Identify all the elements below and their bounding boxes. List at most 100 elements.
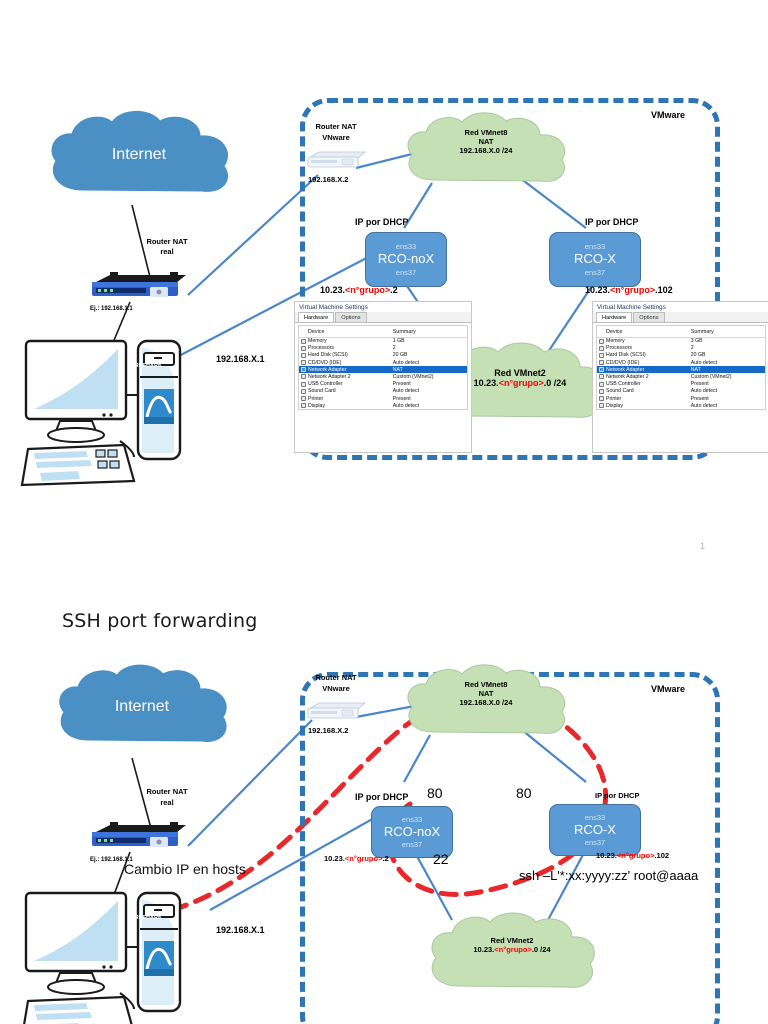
router-real-device-2 xyxy=(88,817,192,853)
internet-cloud-2: Internet xyxy=(48,662,236,758)
vm-settings-summary-cell: Custom (VMnet2) xyxy=(392,374,434,381)
vm-settings-right-tab-options[interactable]: Options xyxy=(633,312,665,322)
host-pc xyxy=(16,333,196,505)
vm-settings-device-cell: Sound Card xyxy=(597,388,688,395)
vm-right-ip-post-2: .102 xyxy=(654,851,670,860)
vm-settings-device-cell: CD/DVD (IDE) xyxy=(597,359,688,366)
vm-right-iface-top: ens33 xyxy=(584,242,606,252)
slide2-title: SSH port forwarding xyxy=(62,610,258,632)
vm-settings-summary-cell: 20 GB xyxy=(690,352,706,359)
vm-settings-row[interactable]: CD/DVD (IDE)Auto detect xyxy=(299,359,467,366)
internet-cloud: Internet xyxy=(40,108,238,208)
vm-settings-left-panel[interactable]: Virtual Machine Settings Hardware Option… xyxy=(294,301,472,453)
router-vmware-ip-label-2: 192.168.X.2 xyxy=(308,726,349,735)
router-vmware-title-line2-2: VNware xyxy=(322,684,350,693)
vm-left-dhcp-label: IP por DHCP xyxy=(355,217,409,227)
vm-settings-row[interactable]: Hard Disk (SCSI)20 GB xyxy=(299,352,467,359)
vm-left-iface-bottom: ens37 xyxy=(395,267,417,277)
vm-settings-right-tab-hardware[interactable]: Hardware xyxy=(596,312,633,322)
vm-left-iface-bottom-2: ens37 xyxy=(401,840,423,850)
vm-settings-summary-cell: Present xyxy=(690,381,709,388)
host-pc-ip-label: 192.168.X.1 xyxy=(216,354,265,364)
port-label-left-bottom: 22 xyxy=(433,851,449,867)
device-icon xyxy=(301,381,306,387)
vm-settings-device-cell: Processors xyxy=(597,345,688,352)
router-vmware-device xyxy=(306,148,368,172)
vm-settings-summary-cell: Present xyxy=(392,381,411,388)
vm-settings-summary-cell: Custom (VMnet2) xyxy=(690,374,732,381)
vm-settings-summary-cell: 3 GB xyxy=(690,338,703,345)
ssh-command-text: ssh –L'*:xx:yyyy:zz' root@aaaa xyxy=(519,868,699,883)
vm-settings-right-tabs[interactable]: Hardware Options xyxy=(593,312,768,323)
router-vmware-title-line1-2: Router NAT xyxy=(315,673,357,682)
device-icon xyxy=(599,374,604,380)
vm-right-iface-bottom-2: ens37 xyxy=(584,838,606,848)
vm-left-ip-pre: 10.23. xyxy=(320,285,346,295)
vm-settings-right-title: Virtual Machine Settings xyxy=(593,302,768,312)
router-real-title-line1-2: Router NAT xyxy=(146,787,188,796)
slide-2: SSH port forwarding VMware Interne xyxy=(0,580,768,1024)
vm-settings-device-cell: Memory xyxy=(597,337,688,345)
router-vmware-title-line1: Router NAT xyxy=(315,122,357,131)
vm-left-ip-label-2: 10.23.<n°grupo>.2 xyxy=(324,854,389,864)
vm-settings-summary-cell: Present xyxy=(392,395,411,402)
vm-left-ip-var: <n°grupo> xyxy=(345,285,391,295)
vm-settings-device-cell: Network Adapter xyxy=(597,366,688,374)
vm-settings-summary-cell: 2 xyxy=(392,345,396,352)
port-label-left-top: 80 xyxy=(427,785,443,801)
vm-right-ip-var-2: <n°grupo> xyxy=(616,851,655,860)
vm-settings-device-cell: Display xyxy=(299,402,390,409)
vm-settings-row[interactable]: CD/DVD (IDE)Auto detect xyxy=(597,359,765,366)
vm-settings-device-cell: Network Adapter xyxy=(299,366,390,374)
vm-settings-device-cell: Sound Card xyxy=(299,388,390,395)
vm-settings-device-cell: USB Controller xyxy=(299,381,390,388)
vm-settings-summary-cell: 1 GB xyxy=(392,338,405,345)
router-real-title-line2-2: real xyxy=(160,798,174,807)
vm-left-box[interactable]: ens33 RCO-noX ens37 xyxy=(365,232,447,287)
vm-right-name: RCO-X xyxy=(574,251,616,267)
vm-right-name-2: RCO-X xyxy=(574,821,616,837)
device-icon xyxy=(599,360,604,366)
vm-right-box[interactable]: ens33 RCO-X ens37 xyxy=(549,232,641,287)
vm-right-box-2[interactable]: ens33 RCO-X ens37 xyxy=(549,804,641,856)
host-pc-ip-label-2: 192.168.X.1 xyxy=(216,925,265,935)
vm-settings-summary-cell: Auto detect xyxy=(690,402,718,409)
device-icon xyxy=(599,352,604,358)
vm-settings-summary-cell: NAT xyxy=(687,366,765,374)
port-label-right-top: 80 xyxy=(516,785,532,801)
router-real-device xyxy=(88,267,192,303)
device-icon xyxy=(599,403,604,409)
vm-settings-summary-cell: 20 GB xyxy=(392,352,408,359)
device-icon xyxy=(599,396,604,401)
router-real-title-line1: Router NAT xyxy=(146,237,188,246)
vm-settings-left-tab-hardware[interactable]: Hardware xyxy=(298,312,335,322)
device-icon xyxy=(301,403,306,409)
vm-settings-left-tab-options[interactable]: Options xyxy=(335,312,367,322)
vm-settings-left-tabs[interactable]: Hardware Options xyxy=(295,312,471,323)
vm-left-box-2[interactable]: ens33 RCO-noX ens37 xyxy=(371,806,453,858)
device-icon xyxy=(599,345,604,351)
vm-settings-summary-cell: Auto detect xyxy=(392,388,420,395)
device-icon xyxy=(301,352,306,358)
vm-settings-right-panel[interactable]: Virtual Machine Settings Hardware Option… xyxy=(592,301,768,453)
vm-settings-row[interactable]: Hard Disk (SCSI)20 GB xyxy=(597,352,765,359)
vmware-boundary-label: VMware xyxy=(651,110,686,120)
